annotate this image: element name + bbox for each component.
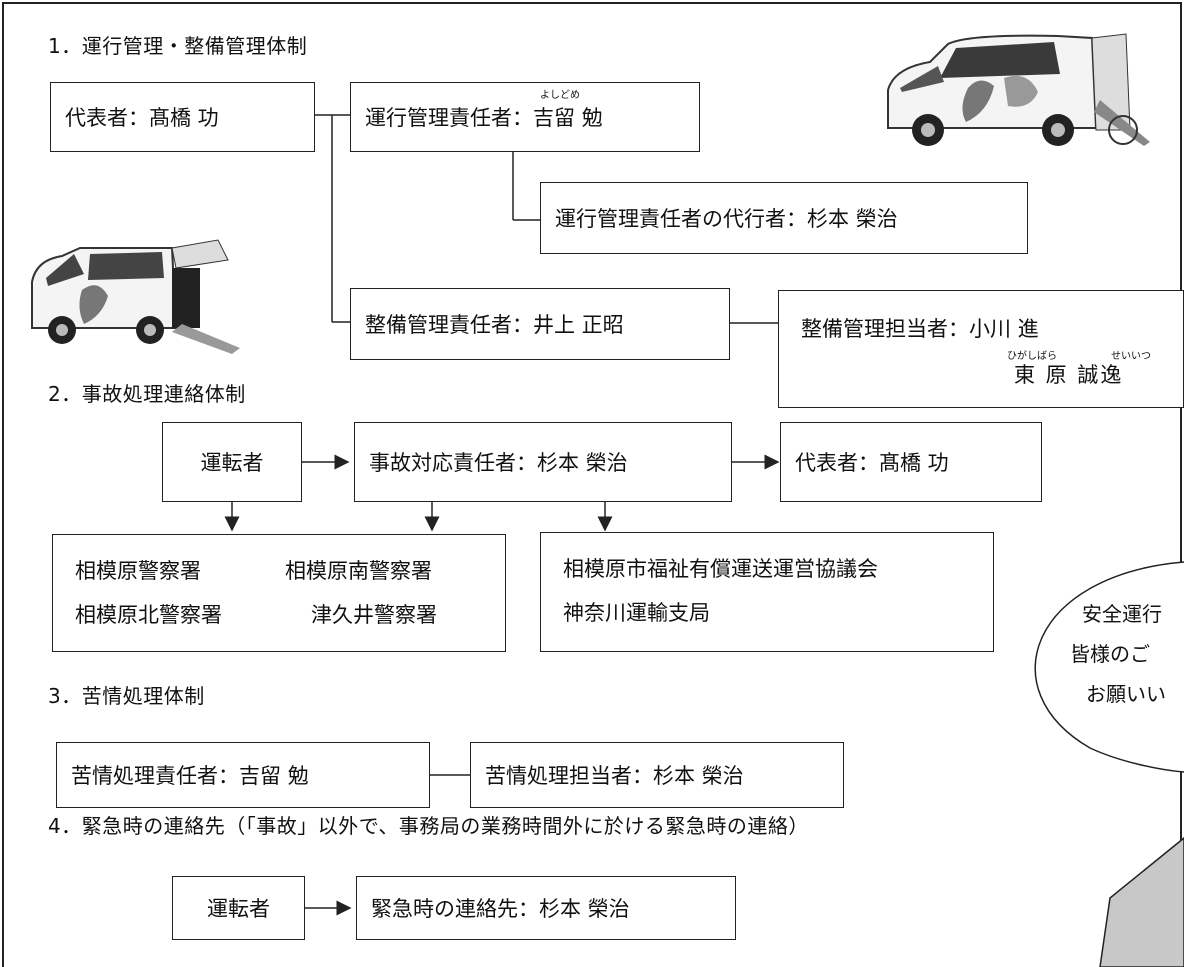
operation-deputy-box: 運行管理責任者の代行者：杉本 榮治	[540, 182, 1028, 254]
maintenance-staff-ruby-b: せいいつ	[1111, 351, 1151, 362]
maintenance-staff-box: 整備管理担当者：小川 進 東 原 誠逸 ひがしばら せいいつ	[778, 290, 1184, 408]
operation-manager-ruby: よしどめ	[540, 90, 580, 101]
complaint-manager-box: 苦情処理責任者：吉留 勉	[56, 742, 430, 808]
wheelchair-van-image-left	[31, 239, 240, 354]
police-station-3: 相模原北警察署	[75, 603, 222, 627]
complaint-staff-box: 苦情処理担当者：杉本 榮治	[470, 742, 844, 808]
section-heading-2: 2．事故処理連絡体制	[48, 382, 246, 406]
section-heading-3: 3．苦情処理体制	[48, 684, 205, 708]
wheelchair-van-image-right	[887, 33, 1150, 146]
section-heading-4: 4．緊急時の連絡先（「事故」以外で、事務局の業務時間外に於ける緊急時の連絡）	[48, 814, 809, 838]
driver-box-accident: 運転者	[162, 422, 302, 502]
agencies-box: 相模原市福祉有償運送運営協議会 神奈川運輸支局	[540, 532, 994, 652]
speech-bubble-tail	[1099, 837, 1184, 967]
accident-manager-box: 事故対応責任者：杉本 榮治	[354, 422, 732, 502]
bubble-line-3: お願いい	[1086, 682, 1166, 706]
agency-2: 神奈川運輸支局	[563, 601, 710, 625]
maintenance-manager-box: 整備管理責任者：井上 正昭	[350, 288, 730, 360]
operation-manager-box: 運行管理責任者：吉留 勉	[350, 82, 700, 152]
emergency-contact-box: 緊急時の連絡先：杉本 榮治	[356, 876, 736, 940]
maintenance-staff-ruby-a: ひがしばら	[1007, 351, 1057, 362]
driver-box-emergency: 運転者	[172, 876, 305, 940]
police-station-2: 相模原南警察署	[285, 559, 432, 583]
bubble-line-1: 安全運行	[1082, 602, 1162, 626]
police-station-4: 津久井警察署	[311, 603, 437, 627]
section-heading-1: 1．運行管理・整備管理体制	[48, 34, 308, 58]
representative-box: 代表者：髙橋 功	[50, 82, 315, 152]
accident-representative-box: 代表者：髙橋 功	[780, 422, 1042, 502]
police-stations-box: 相模原警察署 相模原南警察署 相模原北警察署 津久井警察署	[52, 534, 506, 652]
maintenance-staff-line1: 整備管理担当者：小川 進	[801, 317, 1039, 341]
bubble-line-2: 皆様のご	[1070, 642, 1150, 666]
maintenance-staff-line2: 東 原 誠逸	[1014, 363, 1124, 387]
operation-manager-label: 運行管理責任者：吉留 勉	[365, 106, 603, 130]
police-station-1: 相模原警察署	[75, 559, 201, 583]
agency-1: 相模原市福祉有償運送運営協議会	[563, 557, 878, 581]
speech-bubble-outline	[1034, 561, 1184, 773]
